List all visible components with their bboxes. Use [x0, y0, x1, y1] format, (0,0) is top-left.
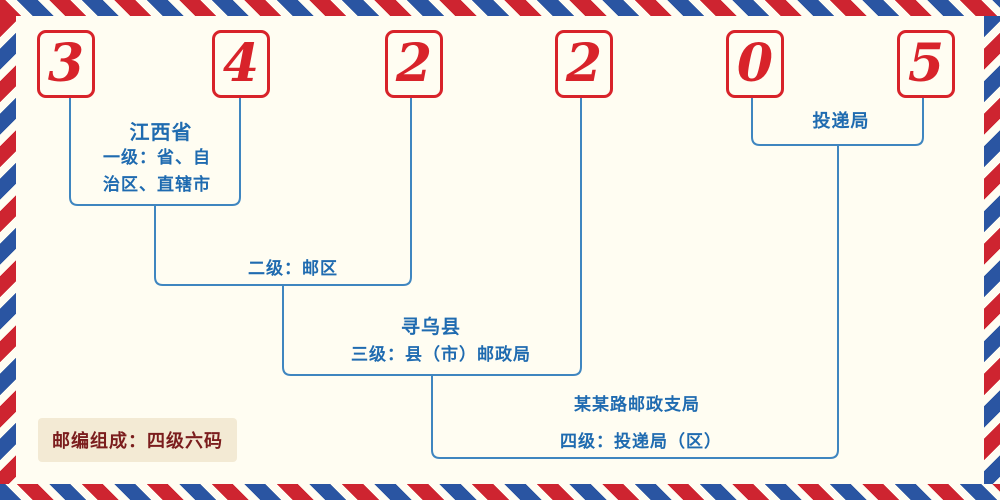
digit-1: 3: [47, 33, 85, 94]
digit-box-1: 3: [37, 30, 95, 98]
digit-box-2: 4: [212, 30, 270, 98]
footer-note: 邮编组成：四级六码: [38, 418, 237, 462]
digit-box-6: 5: [897, 30, 955, 98]
label-province: 江西省: [129, 122, 193, 144]
digit-4: 2: [565, 33, 603, 94]
label-level1-desc: 一级：省、自 治区、直辖市: [103, 144, 211, 198]
airmail-border-top: [0, 0, 1000, 16]
label-level1-desc-line1: 一级：省、自: [103, 148, 211, 167]
digit-5: 0: [736, 33, 774, 94]
digit-box-4: 2: [555, 30, 613, 98]
airmail-border-right: [984, 16, 1000, 484]
label-county: 寻乌县: [400, 317, 462, 338]
label-level3-desc: 三级：县（市）邮政局: [351, 345, 531, 364]
digit-3: 2: [395, 33, 433, 94]
line-level4: [431, 145, 839, 459]
airmail-border-left: [0, 16, 16, 484]
digit-box-3: 2: [385, 30, 443, 98]
label-delivery-office: 投递局: [812, 111, 870, 131]
label-level1-desc-line2: 治区、直辖市: [103, 175, 211, 195]
airmail-border-bottom: [0, 484, 1000, 500]
digit-6: 5: [907, 33, 945, 94]
label-level2-desc: 二级：邮区: [248, 259, 338, 278]
digit-2: 4: [222, 33, 260, 94]
label-level4-desc: 四级：投递局（区）: [560, 432, 722, 451]
digit-box-5: 0: [726, 30, 784, 98]
label-branch-office: 某某路邮政支局: [574, 395, 700, 414]
